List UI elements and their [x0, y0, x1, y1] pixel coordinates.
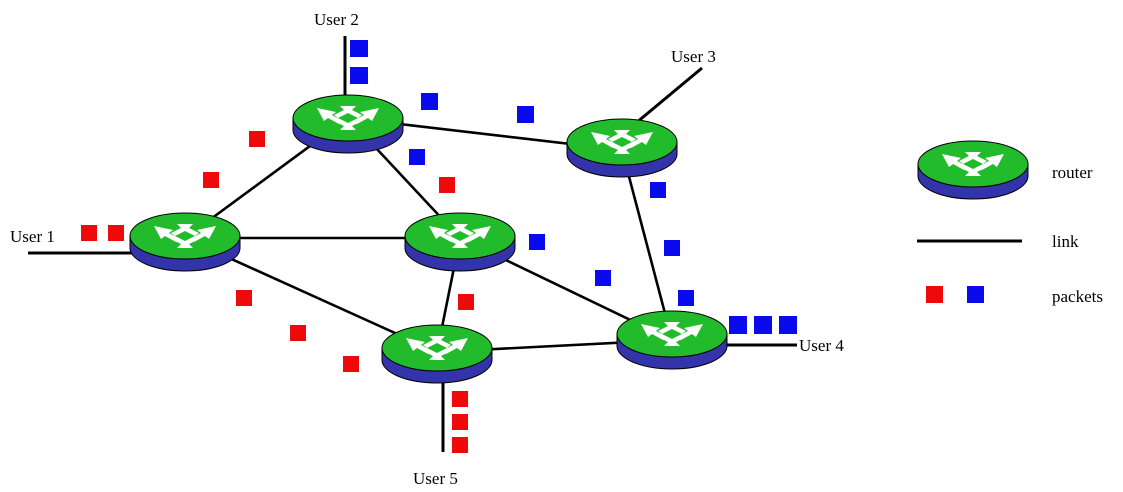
packet-red: [439, 177, 455, 193]
packet-blue: [517, 106, 534, 123]
packet-blue: [409, 149, 425, 165]
router-center: [404, 212, 516, 272]
legend: router link packets: [917, 140, 1103, 306]
packet-blue: [754, 316, 772, 334]
user5-label: User 5: [413, 469, 458, 488]
router-bottom-right: [616, 310, 728, 370]
routers: [129, 94, 728, 384]
packet-blue: [595, 270, 611, 286]
packet-red: [203, 172, 219, 188]
packet-red: [81, 225, 97, 241]
legend-packet-red: [926, 286, 943, 303]
user-labels: User 1 User 2 User 3 User 4 User 5: [10, 10, 844, 488]
packet-blue: [678, 290, 694, 306]
packet-red: [236, 290, 252, 306]
legend-packets-label: packets: [1052, 287, 1103, 306]
user4-label: User 4: [799, 336, 844, 355]
packet-blue: [421, 93, 438, 110]
packet-red: [108, 225, 124, 241]
packet-blue: [650, 182, 666, 198]
user2-label: User 2: [314, 10, 359, 29]
legend-router-icon: [917, 140, 1029, 200]
packet-blue: [779, 316, 797, 334]
packet-red: [452, 391, 468, 407]
blue-packets: [350, 40, 797, 334]
packet-red: [458, 294, 474, 310]
packet-red: [343, 356, 359, 372]
packet-blue: [729, 316, 747, 334]
router-bottom: [381, 324, 493, 384]
packet-red: [452, 437, 468, 453]
access-link-user3: [629, 66, 703, 130]
user1-label: User 1: [10, 227, 55, 246]
legend-packet-blue: [967, 286, 984, 303]
packet-red: [290, 325, 306, 341]
packet-blue: [664, 240, 680, 256]
packet-blue: [529, 234, 545, 250]
packet-red: [249, 131, 265, 147]
router-left: [129, 212, 241, 272]
red-packets: [81, 131, 474, 453]
user3-label: User 3: [671, 47, 716, 66]
router-top: [292, 94, 404, 154]
router-right: [566, 118, 678, 178]
packet-red: [452, 414, 468, 430]
legend-router-label: router: [1052, 163, 1093, 182]
access-links: [28, 36, 797, 452]
packet-blue: [350, 40, 368, 57]
legend-link-label: link: [1052, 232, 1079, 251]
link-right-bottomright: [620, 149, 674, 341]
packet-blue: [350, 67, 368, 84]
